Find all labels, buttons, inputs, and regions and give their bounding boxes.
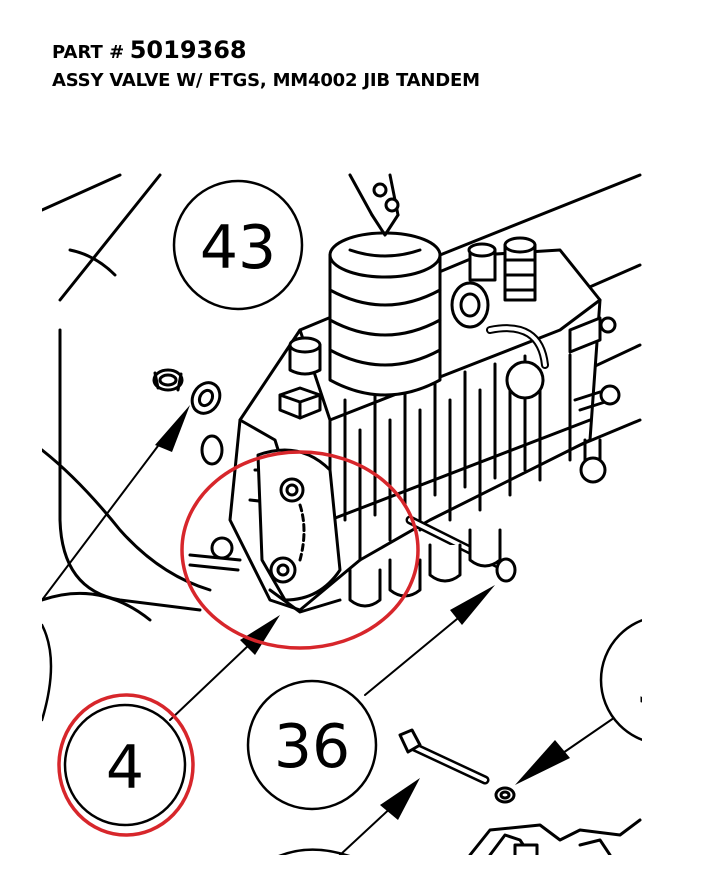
part-description: ASSY VALVE W/ FTGS, MM4002 JIB TANDEM: [52, 70, 480, 91]
callout-4-label: 4: [106, 733, 144, 803]
lower-assembly: [468, 818, 642, 855]
hose-line: [42, 591, 152, 622]
callout-5: 5: [599, 618, 674, 742]
arrowheads: [155, 405, 570, 820]
callout-36-label: 36: [274, 712, 350, 782]
part-number: 5019368: [129, 36, 247, 64]
bracket-line: [58, 173, 162, 302]
part-prefix: PART #: [52, 42, 125, 63]
lower-bolt: [398, 728, 516, 804]
rail-line: [438, 173, 642, 257]
callout-4: 4: [63, 703, 187, 827]
callout-5-label: 5: [636, 648, 674, 718]
arrowhead: [380, 778, 420, 820]
nut: [152, 368, 184, 392]
fittings: [450, 236, 621, 484]
arrowhead: [155, 405, 190, 452]
arrowhead: [515, 740, 570, 785]
hose-line: [42, 448, 212, 592]
partial-callout-circle: [42, 623, 53, 722]
accumulator: [328, 173, 442, 397]
part-number-line: PART # 5019368: [52, 38, 480, 62]
bottom-ports: [348, 528, 502, 608]
end-cap: [188, 434, 342, 614]
bracket-arc: [68, 248, 117, 277]
arrowhead: [450, 585, 495, 625]
washer: [190, 381, 222, 415]
leader-43-nut: [42, 429, 171, 601]
highlight-ring-callout-4: [57, 693, 195, 837]
partial-callout-circle: [278, 848, 351, 855]
highlight-ring-valve: [180, 450, 420, 650]
highlight-marks: [57, 450, 420, 837]
callout-43: 43: [172, 179, 304, 311]
bracket-line: [42, 173, 122, 212]
valve-assembly-drawing: [42, 173, 642, 855]
callout-43-label: 43: [200, 213, 276, 283]
title-block: PART # 5019368 ASSY VALVE W/ FTGS, MM400…: [52, 38, 480, 91]
hex-bolt: [278, 336, 322, 420]
arrowhead: [240, 615, 280, 655]
callout-36: 36: [246, 679, 378, 811]
